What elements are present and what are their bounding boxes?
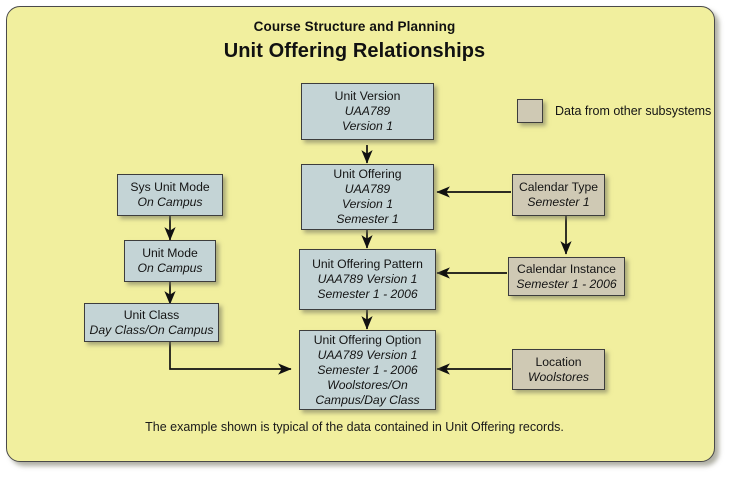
diagram-subtitle: Course Structure and Planning	[253, 19, 456, 34]
node-calendar-instance[interactable]: Calendar Instance Semester 1 - 2006	[508, 257, 625, 296]
node-unit-offering-pattern-line-2: Semester 1 - 2006	[317, 287, 418, 301]
node-sys-unit-mode[interactable]: Sys Unit Mode On Campus	[117, 174, 223, 216]
node-sys-unit-mode-line-1: On Campus	[137, 195, 203, 209]
node-unit-offering-line-1: UAA789	[344, 182, 391, 196]
node-unit-offering-option-line-4: Campus/Day Class	[315, 392, 420, 407]
node-unit-offering-line-2: Version 1	[341, 197, 394, 211]
node-location-title: Location	[535, 354, 582, 369]
node-calendar-instance-line-1: Semester 1 - 2006	[516, 276, 617, 291]
node-unit-offering-title: Unit Offering	[333, 167, 402, 181]
node-calendar-type-line-1: Semester 1	[527, 195, 590, 209]
node-unit-offering-option[interactable]: Unit Offering Option UAA789 Version 1 Se…	[299, 330, 436, 410]
node-calendar-type[interactable]: Calendar Type Semester 1	[512, 174, 605, 216]
node-location-line-1: Woolstores	[528, 369, 589, 384]
node-unit-mode-title: Unit Mode	[142, 246, 198, 260]
legend: Data from other subsystems	[517, 99, 711, 123]
node-unit-offering[interactable]: Unit Offering UAA789 Version 1 Semester …	[301, 164, 434, 230]
node-unit-mode-line-1: On Campus	[137, 261, 203, 275]
node-unit-offering-option-line-2: Semester 1 - 2006	[317, 362, 418, 377]
node-unit-offering-option-line-3: Woolstores/On	[327, 377, 408, 392]
node-unit-class-line-1: Day Class/On Campus	[89, 322, 214, 337]
node-unit-mode[interactable]: Unit Mode On Campus	[124, 240, 216, 282]
diagram-footer-note: The example shown is typical of the data…	[145, 420, 564, 434]
node-calendar-instance-title: Calendar Instance	[517, 261, 616, 276]
node-unit-class[interactable]: Unit Class Day Class/On Campus	[84, 303, 219, 342]
external-data-swatch-icon	[517, 99, 543, 123]
node-unit-offering-pattern-line-1: UAA789 Version 1	[317, 272, 418, 286]
node-sys-unit-mode-title: Sys Unit Mode	[130, 180, 210, 194]
node-unit-version-line-1: UAA789	[344, 104, 391, 118]
node-location[interactable]: Location Woolstores	[512, 349, 605, 390]
node-unit-version-line-2: Version 1	[341, 119, 394, 133]
node-unit-version-title: Unit Version	[334, 89, 401, 103]
node-unit-offering-pattern[interactable]: Unit Offering Pattern UAA789 Version 1 S…	[299, 249, 436, 310]
node-unit-offering-line-3: Semester 1	[336, 212, 399, 226]
node-unit-offering-pattern-title: Unit Offering Pattern	[312, 257, 423, 271]
node-unit-class-title: Unit Class	[123, 307, 180, 322]
node-unit-offering-option-title: Unit Offering Option	[313, 332, 422, 347]
node-unit-offering-option-line-1: UAA789 Version 1	[317, 347, 418, 362]
node-calendar-type-title: Calendar Type	[518, 180, 599, 194]
legend-label: Data from other subsystems	[555, 104, 712, 118]
diagram-title: Unit Offering Relationships	[223, 40, 486, 62]
node-unit-version[interactable]: Unit Version UAA789 Version 1	[301, 83, 434, 140]
